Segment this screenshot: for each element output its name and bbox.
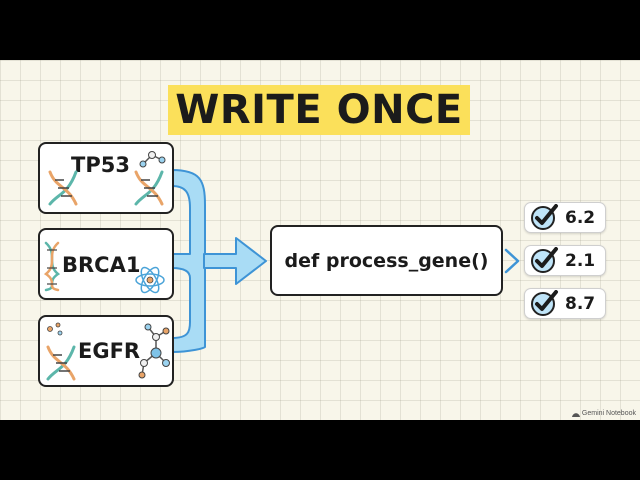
dna-icon	[43, 241, 61, 292]
output-arrow	[504, 248, 520, 274]
result-card: 8.7	[524, 288, 606, 319]
function-label: def process_gene()	[284, 249, 489, 272]
merge-arrow-shaft	[171, 169, 206, 353]
atom-icon	[135, 266, 165, 294]
merge-arrow-head	[203, 237, 267, 285]
result-value: 6.2	[565, 208, 596, 228]
molecule-icon	[139, 151, 166, 168]
gene-card-egfr: EGFR	[38, 315, 174, 387]
result-card: 6.2	[524, 202, 606, 233]
gene-card-brca1: BRCA1	[38, 228, 174, 300]
check-icon	[531, 247, 558, 273]
gene-label: BRCA1	[62, 253, 141, 277]
molecule-network-icon	[138, 323, 170, 379]
result-value: 8.7	[565, 294, 596, 314]
function-card: def process_gene()	[270, 225, 503, 296]
check-icon	[531, 204, 558, 230]
brand-logo-icon	[571, 412, 580, 417]
diagram-canvas: WRITE ONCE TP53 BRCA1	[0, 60, 640, 420]
gene-card-tp53: TP53	[38, 142, 174, 214]
gene-label: EGFR	[78, 339, 141, 363]
dna-icon	[134, 170, 164, 206]
check-icon	[531, 290, 558, 316]
gene-label: TP53	[71, 153, 130, 177]
dna-icon	[48, 170, 78, 206]
title-highlight: WRITE ONCE	[168, 85, 470, 135]
watermark-text: Gemini Notebook	[581, 410, 636, 417]
page-title: WRITE ONCE	[175, 87, 463, 133]
molecule-icon	[47, 322, 63, 336]
merge-connector	[171, 169, 520, 353]
result-card: 2.1	[524, 245, 606, 276]
dna-icon	[46, 345, 76, 381]
result-value: 2.1	[565, 251, 596, 271]
watermark: Gemini Notebook	[571, 410, 636, 417]
